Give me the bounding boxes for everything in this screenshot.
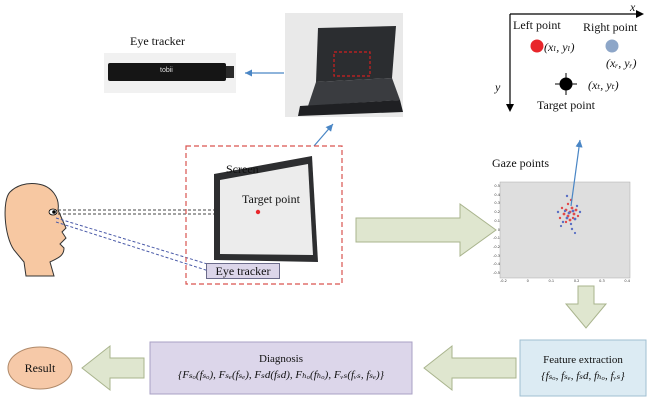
feature-box — [519, 339, 647, 397]
device-brand-text: tobii — [160, 67, 173, 74]
target-point-marker — [559, 77, 573, 91]
x-tick: 0.2 — [573, 279, 580, 283]
y-axis-label: y — [495, 80, 501, 94]
gaze-y-ticks: 0.5 0.4 0.3 0.2 0.1 0 -0.1 -0.2 -0.3 -0.… — [490, 182, 500, 278]
x-tick: 0.1 — [548, 279, 555, 283]
screen-label: Screen — [226, 162, 259, 176]
setup-dashed-box — [185, 145, 343, 285]
left-point-coord: (xₗ, yₗ) — [544, 40, 575, 54]
y-tick: -0.4 — [493, 262, 500, 267]
screen-target-dot — [255, 209, 261, 215]
y-tick: -0.1 — [493, 236, 500, 241]
y-tick: -0.5 — [493, 271, 500, 276]
result-label: Result — [24, 361, 56, 375]
diagnosis-formula: {Fₛₒ(fₛₒ), Fₛₑ(fₛₑ), Fₛd(fₛd), Fₕₒ(fₕₒ),… — [177, 369, 385, 381]
coordinate-axes — [506, 10, 644, 112]
blue-arrow-to-coords — [570, 139, 583, 207]
laptop-photo — [285, 13, 403, 117]
gaze-x-ticks: -0.2 0 0.1 0.2 0.3 0.4 — [500, 279, 630, 283]
arrow-to-diagnosis — [423, 344, 517, 392]
target-point-label: Target point — [537, 98, 595, 112]
y-tick: 0.3 — [494, 201, 500, 206]
gaze-points-label: Gaze points — [492, 156, 549, 170]
monitor-icon — [214, 156, 318, 262]
diagnosis-box — [149, 341, 413, 395]
gaze-plot — [499, 181, 631, 279]
x-tick: 0.3 — [599, 279, 605, 283]
eye-tracker-photo — [104, 53, 236, 93]
arrow-to-gaze — [355, 203, 497, 257]
x-axis-label: x — [630, 0, 636, 14]
diagnosis-title: Diagnosis — [259, 353, 303, 365]
y-tick: 0.5 — [494, 184, 500, 188]
target-point-coord: (xₜ, yₜ) — [588, 78, 619, 92]
blue-arrow-to-laptop — [313, 123, 334, 147]
y-tick: 0.2 — [494, 210, 500, 215]
arrow-to-result — [81, 344, 145, 392]
y-tick: -0.3 — [493, 253, 500, 258]
arrow-down-to-feature — [564, 285, 608, 329]
left-point-label: Left point — [513, 18, 561, 32]
feature-title: Feature extraction — [543, 354, 623, 366]
x-tick: 0.4 — [624, 279, 630, 283]
left-point-marker — [530, 39, 544, 53]
right-point-marker — [605, 39, 619, 53]
screen-target-label: Target point — [242, 192, 300, 206]
y-tick: -0.2 — [493, 244, 500, 249]
screen-tracker-label: Eye tracker — [206, 263, 280, 279]
head-icon — [4, 183, 67, 277]
eye-tracker-photo-label: Eye tracker — [130, 34, 185, 48]
y-tick: 0.1 — [494, 218, 500, 223]
result-ellipse — [7, 346, 73, 390]
right-point-label: Right point — [583, 20, 638, 34]
x-tick: 0 — [526, 279, 529, 283]
y-tick: 0 — [497, 227, 500, 232]
right-point-coord: (xᵣ, yᵣ) — [606, 56, 637, 70]
y-tick: 0.4 — [494, 192, 500, 197]
feature-formula: {fₛₒ, fₛₑ, fₛd, fₕₒ, fᵥₛ} — [541, 370, 625, 382]
x-tick: -0.2 — [500, 279, 507, 283]
